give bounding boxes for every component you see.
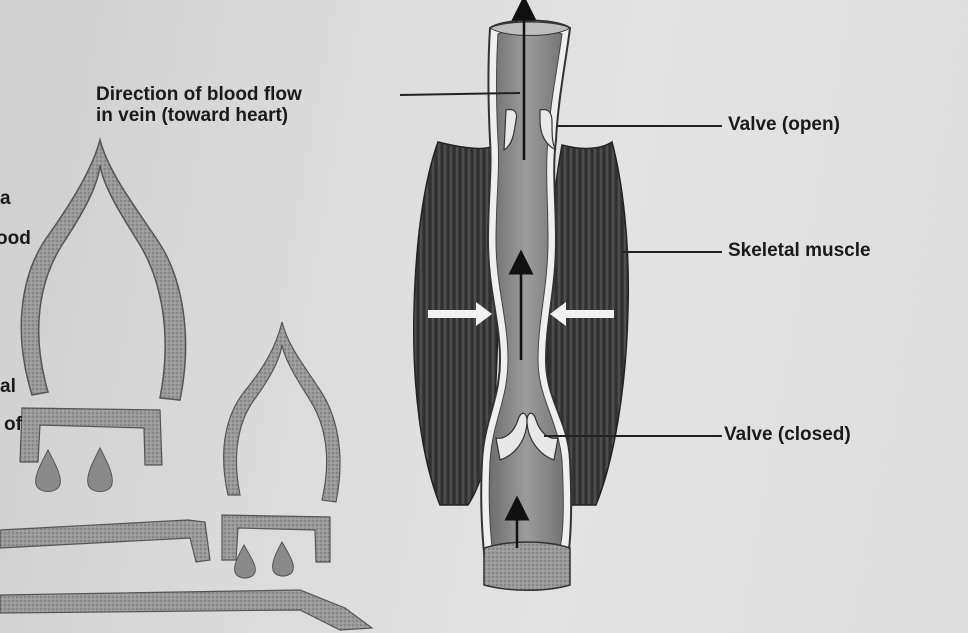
partial-drop-4 (273, 542, 294, 576)
partial-drop-3 (235, 545, 256, 578)
left-partial-illustration (0, 140, 372, 630)
skeletal-muscle-label: Skeletal muscle (728, 240, 871, 262)
direction-label-line1: Direction of blood flow (96, 84, 302, 105)
partial-drop-2 (88, 448, 113, 492)
direction-label-line2: in vein (toward heart) (96, 105, 302, 126)
partial-drop-1 (36, 450, 61, 492)
partial-label-al: al (0, 376, 16, 398)
partial-plate-1 (20, 408, 162, 465)
partial-label-ood: ood (0, 228, 31, 250)
partial-plate-3 (0, 520, 210, 562)
partial-label-a: a (0, 188, 11, 210)
vein-bottom-opening (484, 542, 570, 590)
valve-closed-label: Valve (closed) (724, 424, 851, 446)
valve-open-label: Valve (open) (728, 114, 840, 136)
partial-label-of: of (4, 414, 22, 436)
partial-plate-4 (0, 590, 372, 630)
direction-label: Direction of blood flow in vein (toward … (96, 84, 302, 126)
partial-vessel-small (224, 322, 340, 502)
partial-vessel-large (21, 140, 185, 400)
